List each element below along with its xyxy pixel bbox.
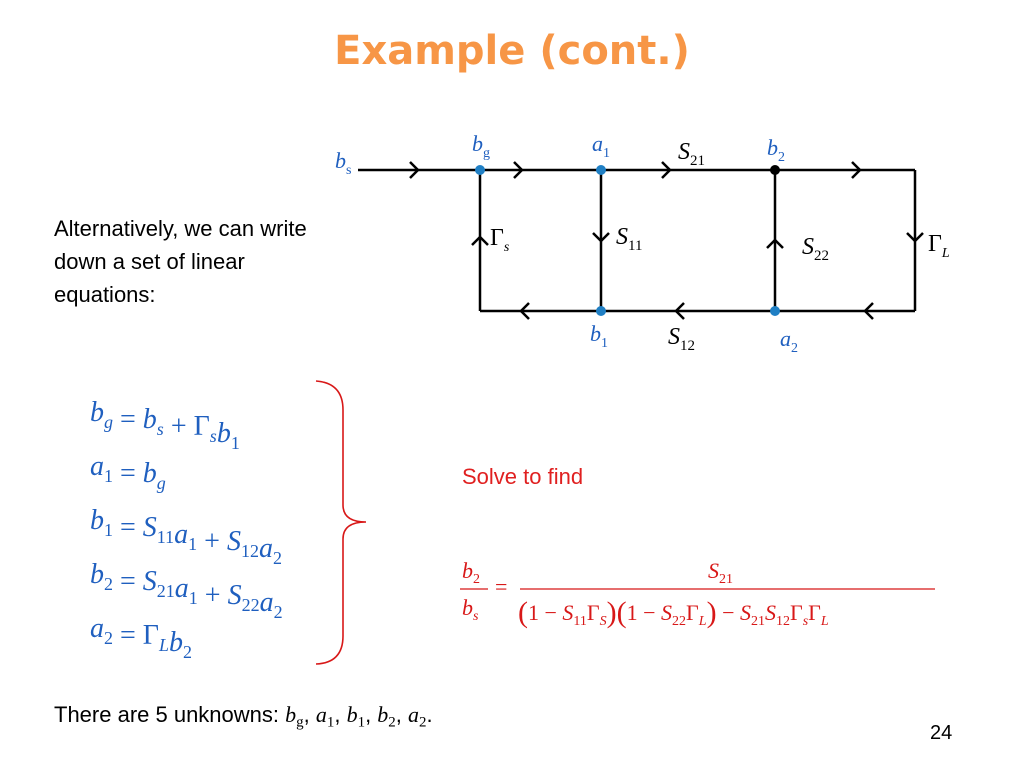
arrow-left-b1 [519,302,530,320]
label-s11: S11 [616,224,642,254]
node-b1 [596,306,606,316]
arrow-up-s22 [766,238,784,249]
node-a1 [596,165,606,175]
equals-sign: = [495,574,507,599]
label-bs: bs [335,148,351,178]
arrow-down-gamma-l [906,232,924,243]
red-bracket [315,380,367,665]
solution-lhs-num: b2 [462,558,480,587]
label-s21: S21 [678,139,705,169]
solution-formula: b2 bs = S21 (1 − S11ΓS)(1 − S22ΓL) − S21… [460,558,935,629]
node-b2 [770,165,780,175]
unknown-a2: a2 [408,702,427,731]
side-text: Alternatively, we can write down a set o… [54,216,307,307]
solve-text: Solve to find [462,464,584,489]
equation-1: bg = bs + Γsb1 [90,397,240,453]
arrow-right-bg [513,161,524,179]
arrow-up-gamma-s [471,235,489,246]
node-a2 [770,306,780,316]
equation-2: a1 = bg [90,451,166,493]
arrow-left-s12 [674,302,685,320]
solution-numerator: S21 [708,558,733,587]
equation-3: b1 = S11a1 + S12a2 [90,505,282,568]
label-s22: S22 [802,234,829,264]
unknown-a1: a1 [315,702,335,731]
label-a2: a2 [780,326,798,356]
equation-5: a2 = ΓLb2 [90,613,192,662]
arrow-right-bs [409,161,420,179]
label-s12: S12 [668,324,695,354]
label-gamma-l: ΓL [928,231,950,261]
node-bg [475,165,485,175]
arrow-down-s11 [592,232,610,243]
arrowheads [409,161,924,320]
solution-lhs-den: bs [462,595,479,624]
unknown-bg: bg [285,702,304,731]
unknown-b2: b2 [377,702,396,731]
label-b2: b2 [767,135,785,165]
arrow-right-b2 [851,161,862,179]
arrow-left-a2 [863,302,874,320]
unknowns-line: There are 5 unknowns: bg, a1, b1, b2, a2… [54,702,433,731]
label-bg: bg [472,131,490,161]
equation-4: b2 = S21a1 + S22a2 [90,559,283,622]
solution-denominator: (1 − S11ΓS)(1 − S22ΓL) − S21S12ΓsΓL [518,596,829,629]
page-title: Example (cont.) [334,28,690,74]
nodes [475,165,780,316]
page-number: 24 [930,722,953,744]
label-b1: b1 [590,321,608,351]
label-gamma-s: Γs [490,225,510,255]
label-a1: a1 [592,131,610,161]
unknowns-prefix: There are 5 unknowns: [54,702,286,727]
arrow-right-s21 [661,161,672,179]
unknown-b1: b1 [346,702,366,731]
